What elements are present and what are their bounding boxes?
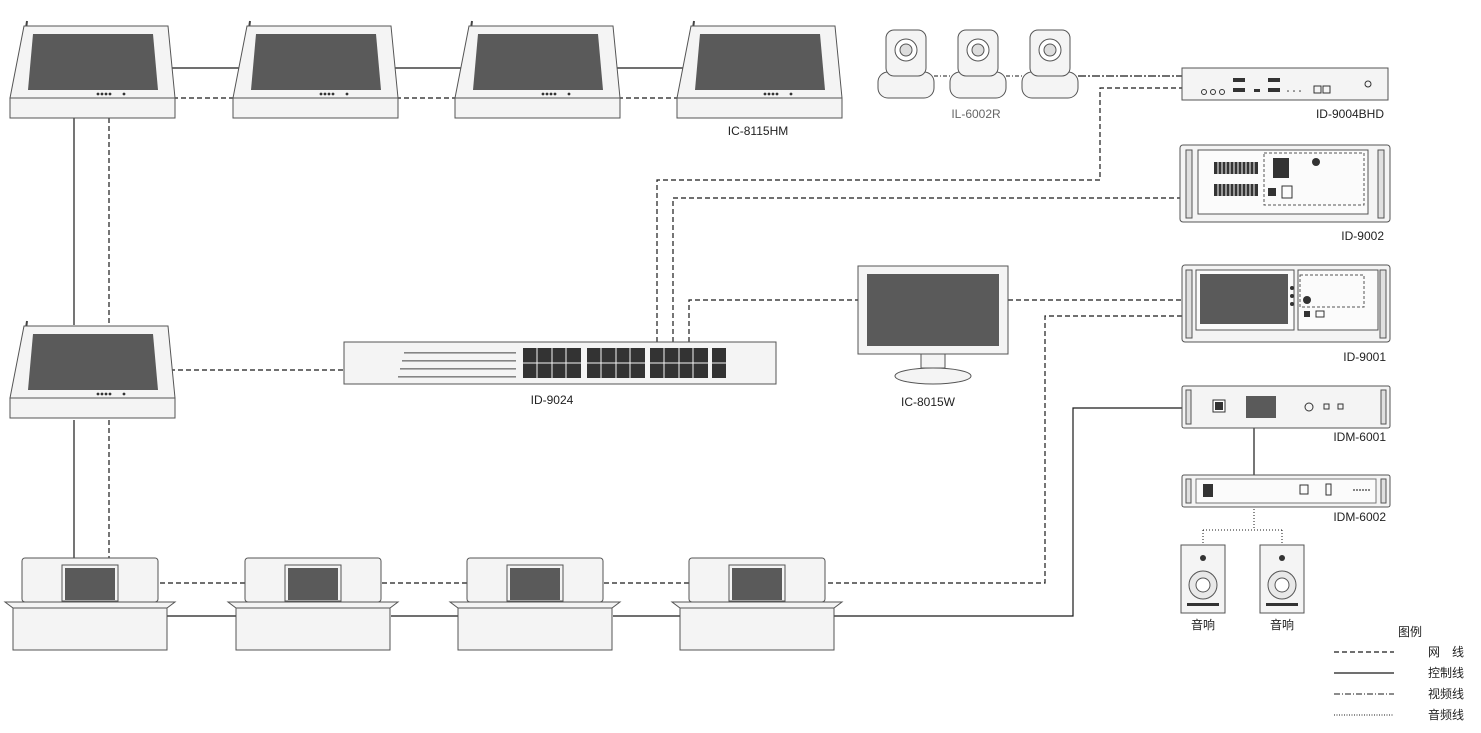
lift-monitor-icon [227, 557, 399, 651]
touch-monitor-icon [454, 20, 621, 119]
label-ic-8115hm: IC-8115HM [728, 124, 788, 138]
display-monitor-icon [857, 265, 1009, 385]
rack-unit-icon [1179, 144, 1391, 223]
ptz-camera-icon [877, 29, 935, 99]
label-speaker-right: 音响 [1270, 617, 1294, 632]
label-il-6002r: IL-6002R [951, 107, 1001, 121]
label-idm-6002: IDM-6002 [1333, 510, 1386, 524]
label-speaker-left: 音响 [1191, 617, 1215, 632]
lift-monitor-icon [671, 557, 843, 651]
label-id-9004bhd: ID-9004BHD [1316, 107, 1384, 121]
rack-unit-icon [1181, 385, 1391, 429]
speaker-icon [1259, 544, 1305, 614]
speaker-icon [1180, 544, 1226, 614]
legend-label-audio: 音频线 [1428, 707, 1464, 722]
ptz-camera-icon [1021, 29, 1079, 99]
touch-monitor-icon [676, 20, 843, 119]
ptz-camera-icon [949, 29, 1007, 99]
legend-label-control: 控制线 [1428, 666, 1464, 680]
label-id-9024: ID-9024 [531, 393, 574, 407]
rack-unit-icon [1181, 474, 1391, 508]
legend-label-network: 网 线 [1428, 645, 1464, 659]
touch-monitor-icon [9, 20, 176, 119]
touch-monitor-icon [232, 20, 399, 119]
label-id-9001: ID-9001 [1343, 350, 1386, 364]
label-idm-6001: IDM-6001 [1333, 430, 1386, 444]
label-id-9002: ID-9002 [1341, 229, 1384, 243]
legend-label-video: 视频线 [1428, 686, 1464, 701]
lift-monitor-icon [4, 557, 176, 651]
network-switch-icon [343, 341, 777, 385]
lift-monitor-icon [449, 557, 621, 651]
legend: 图例 网 线 控制线 视频线 音频线 [1334, 625, 1464, 722]
label-ic-8015w: IC-8015W [901, 395, 956, 409]
legend-title: 图例 [1398, 625, 1422, 639]
rack-unit-icon [1181, 264, 1391, 343]
connection-lines [73, 67, 1283, 617]
touch-monitor-icon [9, 320, 176, 419]
rack-unit-icon [1181, 67, 1389, 101]
